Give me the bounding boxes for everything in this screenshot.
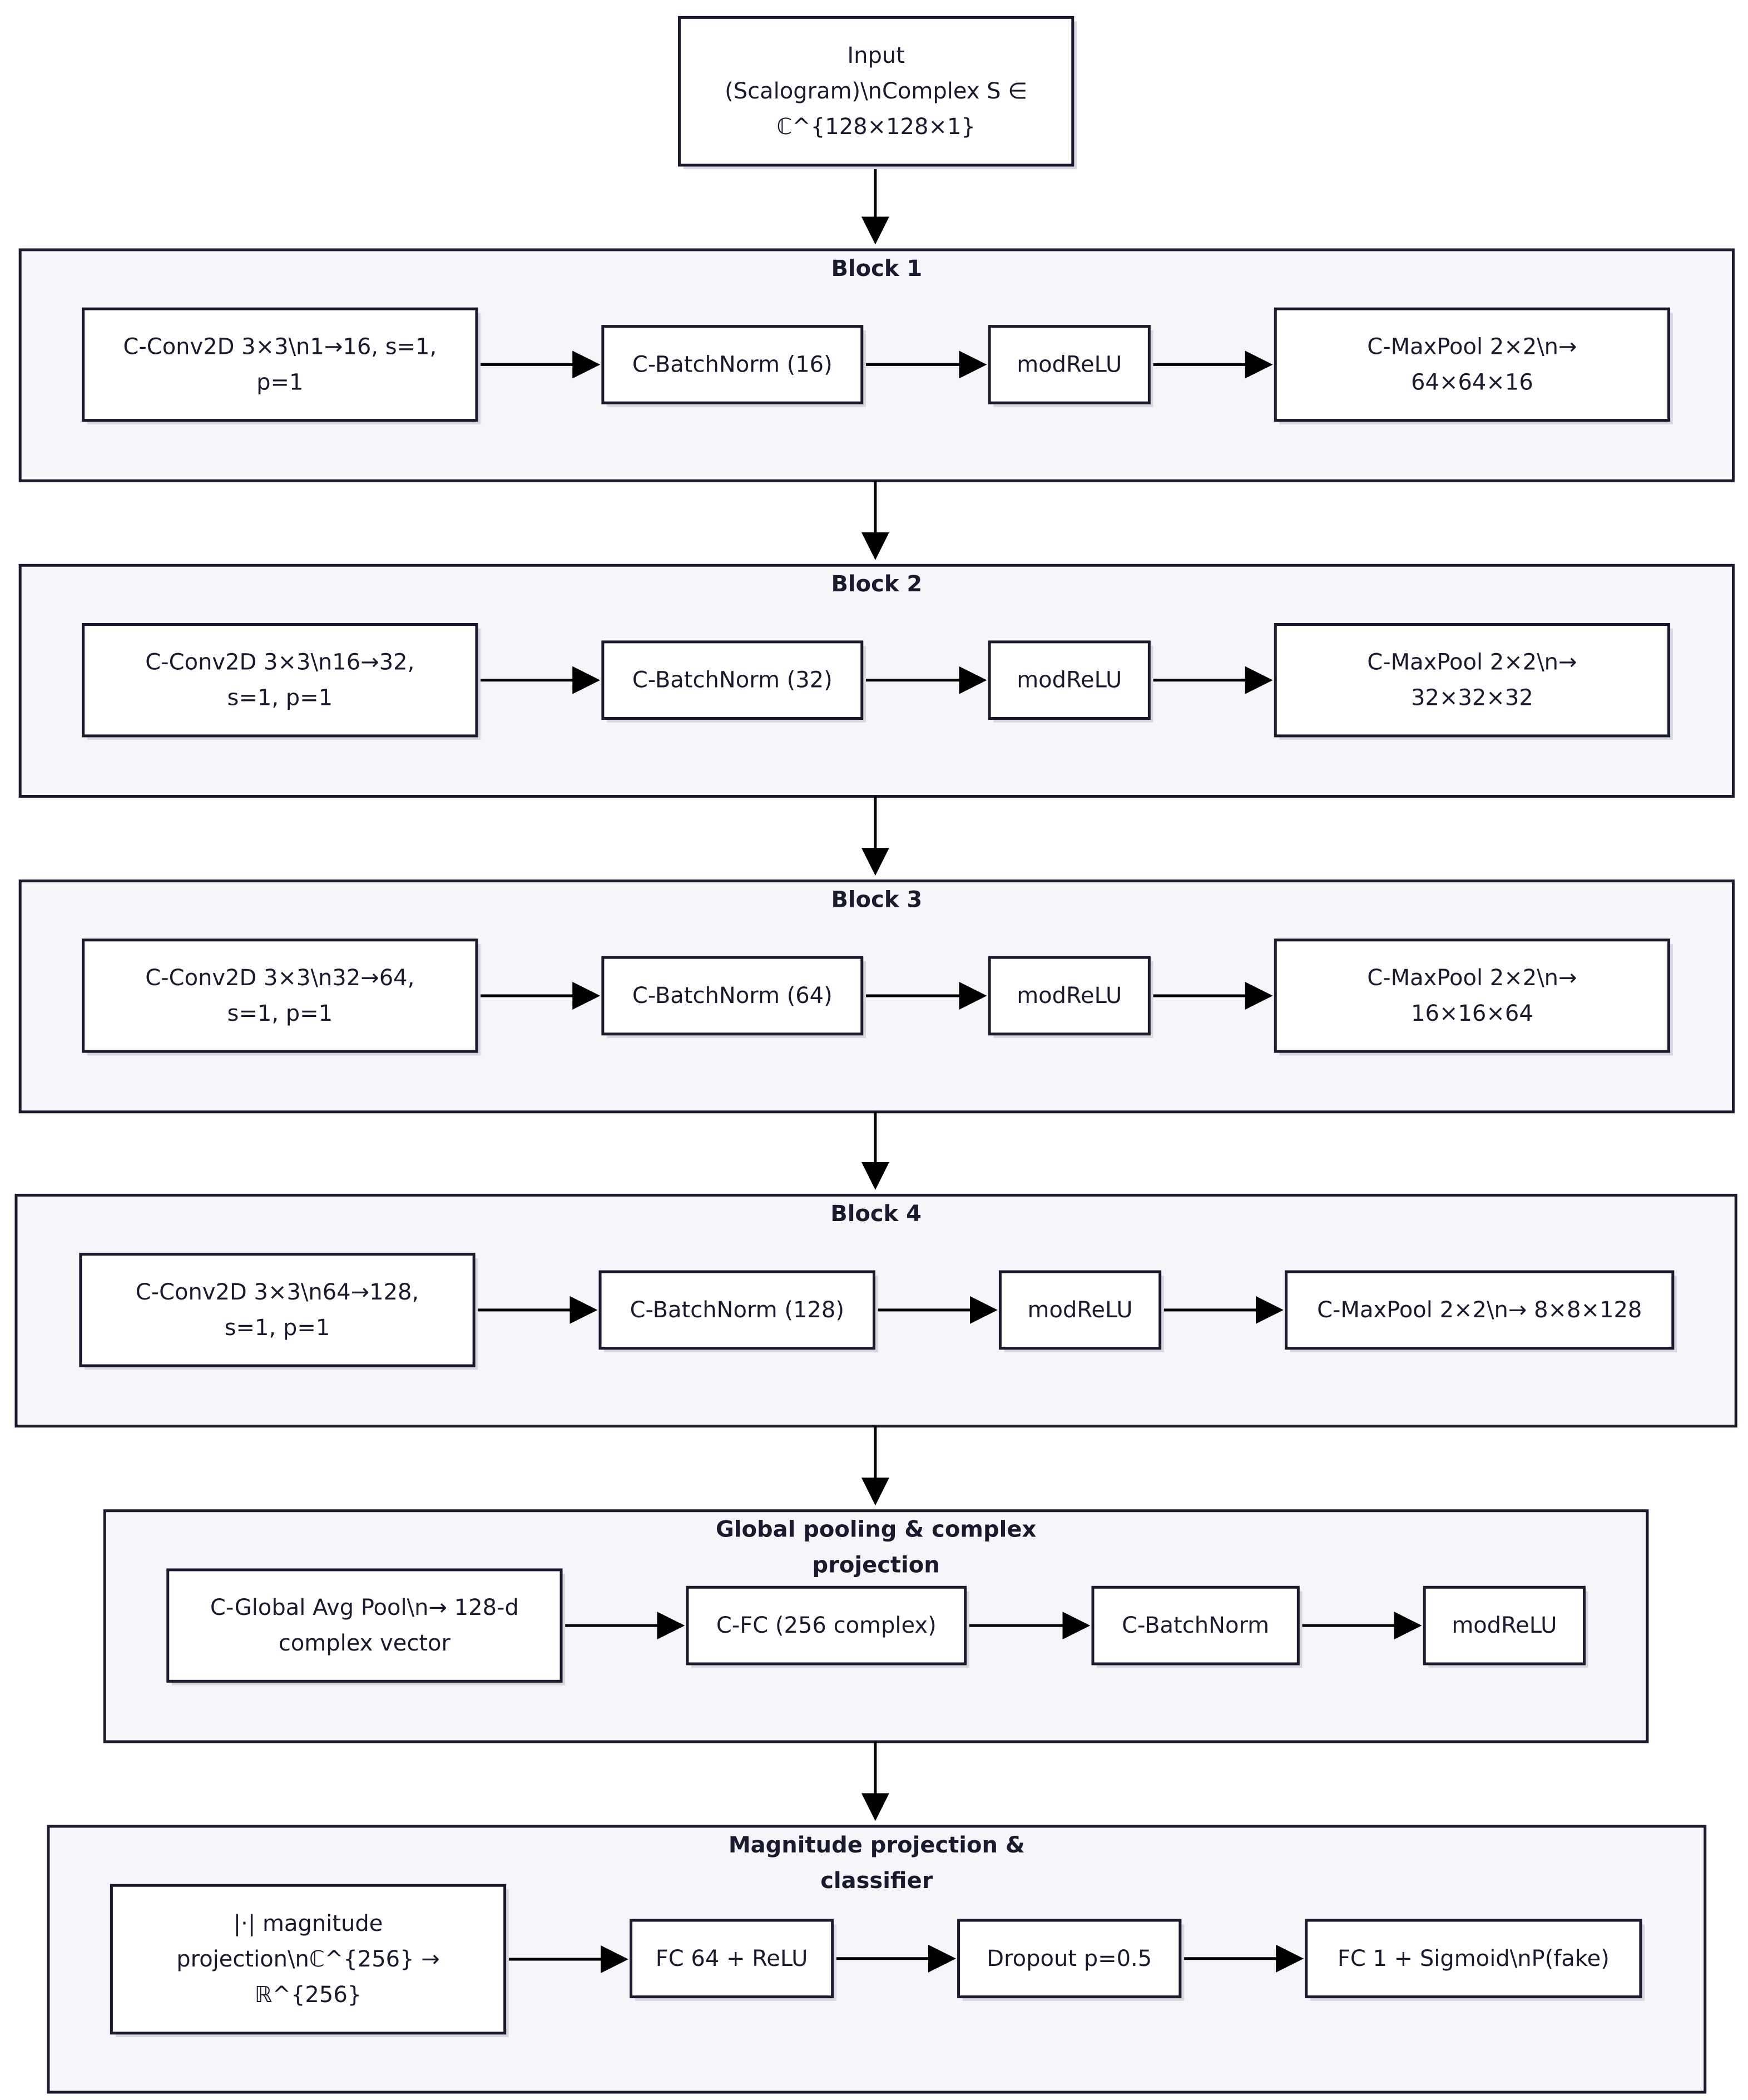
node-mc_fc1-box bbox=[1305, 1919, 1642, 1999]
node-b1_bn-box bbox=[601, 325, 864, 404]
node-b2_pool: C-MaxPool 2×2\n→ 32×32×32 bbox=[1274, 623, 1673, 740]
node-b1_conv-label-line-1: p=1 bbox=[256, 369, 303, 395]
node-b1_bn-label-line-0: C-BatchNorm (16) bbox=[632, 352, 833, 377]
node-b1_pool-label-line-1: 64×64×16 bbox=[1411, 369, 1533, 395]
node-mc_mag-box bbox=[110, 1884, 507, 2035]
node-mc_mag: |·| magnitude projection\nℂ^{256} → ℝ^{256… bbox=[110, 1884, 509, 2038]
node-b4_pool-label-line-0: C-MaxPool 2×2\n→ 8×8×128 bbox=[1317, 1297, 1642, 1323]
node-input-label-line-0: Input bbox=[847, 43, 905, 68]
group-block4-title-line-0: Block 4 bbox=[830, 1201, 922, 1227]
node-b3_conv-label-line-1: s=1, p=1 bbox=[227, 1001, 333, 1026]
node-b4_bn: C-BatchNorm (128) bbox=[598, 1270, 878, 1352]
node-gp_avg-box bbox=[166, 1568, 563, 1683]
node-mc_drop-label-line-0: Dropout p=0.5 bbox=[987, 1946, 1152, 1971]
node-b3_pool-label-line-1: 16×16×64 bbox=[1411, 1001, 1533, 1026]
node-b1_pool-label-line-0: C-MaxPool 2×2\n→ bbox=[1367, 334, 1577, 359]
node-b3_conv-box bbox=[82, 938, 478, 1053]
node-b1_pool: C-MaxPool 2×2\n→ 64×64×16 bbox=[1274, 307, 1673, 424]
node-b2_conv-label-line-0: C-Conv2D 3×3\n16→32, bbox=[145, 650, 414, 675]
node-b2_pool-label-line-1: 32×32×32 bbox=[1411, 685, 1533, 711]
node-b3_act: modReLU bbox=[988, 956, 1153, 1039]
node-b4_bn-box bbox=[598, 1270, 875, 1350]
node-b2_conv-box bbox=[82, 623, 478, 738]
node-gp_act: modReLU bbox=[1423, 1585, 1588, 1668]
node-b3_conv-label-line-0: C-Conv2D 3×3\n32→64, bbox=[145, 965, 414, 991]
node-b4_pool: C-MaxPool 2×2\n→ 8×8×128 bbox=[1285, 1270, 1677, 1352]
node-b3_pool-label-line-0: C-MaxPool 2×2\n→ bbox=[1367, 965, 1577, 991]
node-b2_pool-box bbox=[1274, 623, 1671, 738]
node-b4_conv: C-Conv2D 3×3\n64→128, s=1, p=1 bbox=[79, 1253, 478, 1370]
node-b3_bn-label-line-0: C-BatchNorm (64) bbox=[632, 983, 833, 1009]
node-b2_act: modReLU bbox=[988, 640, 1153, 723]
node-b2_bn-label-line-0: C-BatchNorm (32) bbox=[632, 668, 833, 693]
node-b3_pool-box bbox=[1274, 938, 1671, 1053]
group-global-title-line-1: projection bbox=[813, 1552, 940, 1578]
node-mc_fc1-label-line-0: FC 1 + Sigmoid\nP(fake) bbox=[1338, 1946, 1610, 1971]
node-b1_conv-label-line-0: C-Conv2D 3×3\n1→16, s=1, bbox=[123, 334, 437, 359]
node-mc_mag-label-line-1: projection\nℂ^{256} → bbox=[176, 1946, 440, 1972]
node-b3_conv: C-Conv2D 3×3\n32→64, s=1, p=1 bbox=[82, 938, 481, 1056]
node-b1_pool-box bbox=[1274, 307, 1671, 422]
node-gp_bn-label-line-0: C-BatchNorm bbox=[1122, 1613, 1269, 1638]
node-mc_fc64: FC 64 + ReLU bbox=[630, 1919, 836, 2001]
node-b4_pool-box bbox=[1285, 1270, 1675, 1350]
node-input-box bbox=[677, 16, 1074, 167]
node-gp_avg: C-Global Avg Pool\n→ 128-d complex vector bbox=[166, 1568, 566, 1686]
node-gp_act-box bbox=[1423, 1585, 1586, 1666]
node-b4_conv-label-line-1: s=1, p=1 bbox=[225, 1315, 330, 1341]
node-b4_conv-label-line-0: C-Conv2D 3×3\n64→128, bbox=[136, 1279, 419, 1305]
node-gp_avg-label-line-1: complex vector bbox=[279, 1630, 451, 1656]
node-gp_bn-box bbox=[1091, 1585, 1300, 1666]
group-global-title-line-0: Global pooling & complex bbox=[716, 1517, 1036, 1543]
node-b3_act-label-line-0: modReLU bbox=[1017, 983, 1122, 1009]
node-b2_conv-label-line-1: s=1, p=1 bbox=[227, 685, 333, 711]
node-b2_act-label-line-0: modReLU bbox=[1017, 668, 1122, 693]
node-b1_act-box bbox=[988, 325, 1151, 404]
group-block3-title-line-0: Block 3 bbox=[831, 887, 922, 912]
node-b4_conv-box bbox=[79, 1253, 476, 1367]
node-b2_conv: C-Conv2D 3×3\n16→32, s=1, p=1 bbox=[82, 623, 481, 740]
node-b1_act-label-line-0: modReLU bbox=[1017, 352, 1122, 377]
node-b1_conv: C-Conv2D 3×3\n1→16, s=1, p=1 bbox=[82, 307, 481, 424]
group-classifier-title-line-0: Magnitude projection & bbox=[729, 1832, 1025, 1858]
node-b1_act: modReLU bbox=[988, 325, 1153, 407]
node-gp_avg-label-line-0: C-Global Avg Pool\n→ 128-d bbox=[210, 1595, 519, 1620]
node-mc_mag-label-line-2: ℝ^{256} bbox=[255, 1982, 362, 2008]
node-b2_pool-label-line-0: C-MaxPool 2×2\n→ bbox=[1367, 650, 1577, 675]
node-gp_bn: C-BatchNorm bbox=[1091, 1585, 1303, 1668]
node-input: Input (Scalogram)\nComplex S ∈ ℂ^{128×128×… bbox=[677, 16, 1077, 170]
node-gp_act-label-line-0: modReLU bbox=[1452, 1613, 1557, 1638]
node-b4_act: modReLU bbox=[998, 1270, 1164, 1352]
node-mc_fc1: FC 1 + Sigmoid\nP(fake) bbox=[1305, 1919, 1645, 2001]
node-mc_fc64-box bbox=[630, 1919, 834, 1999]
node-b2_bn-box bbox=[601, 640, 864, 720]
node-mc_fc64-label-line-0: FC 64 + ReLU bbox=[656, 1946, 808, 1971]
node-gp_fc: C-FC (256 complex) bbox=[686, 1585, 969, 1668]
group-classifier-title-line-1: classifier bbox=[820, 1868, 933, 1894]
group-block2-title-line-0: Block 2 bbox=[831, 571, 922, 597]
node-b4_act-box bbox=[998, 1270, 1162, 1350]
node-input-label-line-1: (Scalogram)\nComplex S ∈ bbox=[725, 78, 1027, 104]
node-mc_drop: Dropout p=0.5 bbox=[957, 1919, 1185, 2001]
group-block1-title-line-0: Block 1 bbox=[831, 256, 922, 281]
node-b3_bn-box bbox=[601, 956, 864, 1036]
node-b2_act-box bbox=[988, 640, 1151, 720]
node-b4_act-label-line-0: modReLU bbox=[1028, 1297, 1133, 1323]
node-gp_fc-label-line-0: C-FC (256 complex) bbox=[716, 1613, 937, 1638]
node-mc_mag-label-line-0: |·| magnitude bbox=[234, 1911, 383, 1936]
node-b3_bn: C-BatchNorm (64) bbox=[601, 956, 866, 1039]
node-b1_bn: C-BatchNorm (16) bbox=[601, 325, 866, 407]
node-b4_bn-label-line-0: C-BatchNorm (128) bbox=[630, 1297, 844, 1323]
node-input-label-line-2: ℂ^{128×128×1} bbox=[776, 114, 975, 140]
node-b2_bn: C-BatchNorm (32) bbox=[601, 640, 866, 723]
node-gp_fc-box bbox=[686, 1585, 967, 1666]
node-b3_act-box bbox=[988, 956, 1151, 1036]
node-mc_drop-box bbox=[957, 1919, 1182, 1999]
node-b1_conv-box bbox=[82, 307, 478, 422]
node-b3_pool: C-MaxPool 2×2\n→ 16×16×64 bbox=[1274, 938, 1673, 1056]
